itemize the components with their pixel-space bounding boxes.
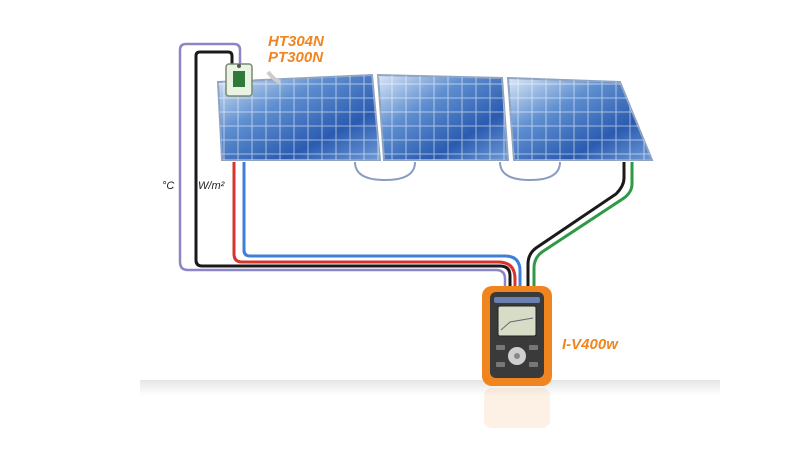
pv-green-cable <box>532 162 634 292</box>
irradiance-red-cable <box>232 162 517 292</box>
floor-shadow <box>140 380 720 396</box>
solar-panel-1 <box>216 73 382 161</box>
temperature-cable <box>178 42 507 292</box>
instrument-model-label: I-V400w <box>562 336 618 353</box>
panel-link-2 <box>499 161 561 182</box>
temperature-unit-label: °C <box>162 180 175 192</box>
temperature-probe <box>266 70 281 84</box>
irradiance-sensor <box>225 63 253 97</box>
solar-panel-2 <box>376 73 510 161</box>
instrument-reflection <box>484 388 550 428</box>
irradiance-blue-cable <box>242 162 522 292</box>
iv400w-instrument <box>482 286 552 386</box>
solar-panel-3 <box>506 76 654 161</box>
irradiance-unit-label: W/m² <box>198 180 225 192</box>
sensor-model-label-2: PT300N <box>268 49 324 66</box>
sensor-model-label-1: HT304N <box>268 33 324 50</box>
sensor-black-cable <box>194 50 512 292</box>
panel-link-1 <box>354 161 416 182</box>
pv-black-cable <box>526 162 626 292</box>
